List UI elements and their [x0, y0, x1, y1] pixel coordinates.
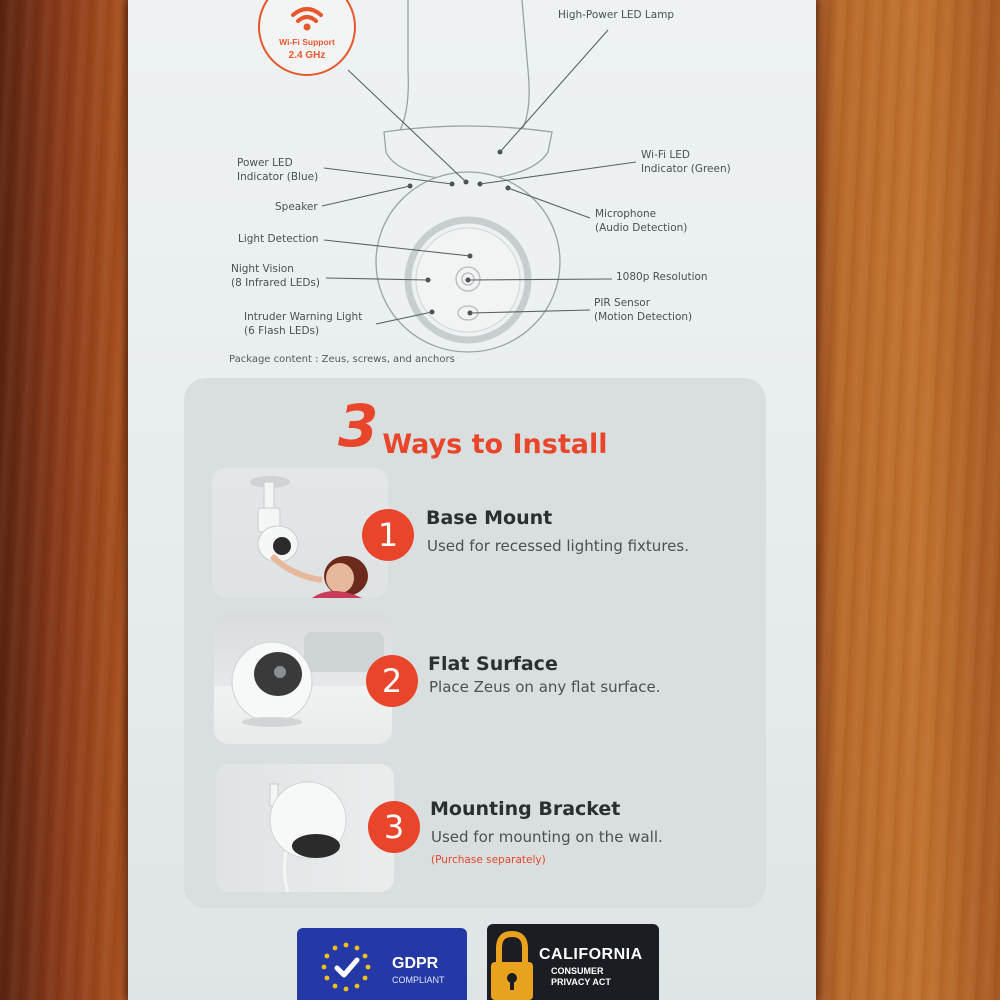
way-2-title: Flat Surface: [428, 653, 558, 675]
label-intruder-2: (6 Flash LEDs): [244, 325, 320, 337]
way-2-description: Place Zeus on any flat surface.: [429, 678, 661, 696]
eu-star: [362, 975, 368, 981]
label-power-led-2: Indicator (Blue): [237, 171, 319, 183]
label-wifi-led-2: Indicator (Green): [641, 163, 731, 175]
ccpa-line2: CONSUMER: [551, 966, 604, 976]
mounting-bracket-illustration: [269, 781, 347, 892]
base-mount-photo: [212, 468, 388, 598]
eu-star: [321, 964, 327, 970]
label-intruder-1: Intruder Warning Light: [244, 311, 363, 323]
eu-stars-icon: [321, 942, 371, 992]
label-wifi-led-1: Wi-Fi LED: [641, 149, 690, 161]
way-3-description: Used for mounting on the wall.: [431, 828, 663, 846]
eu-star: [354, 983, 360, 989]
flat-surface-photo: [214, 614, 392, 744]
eu-star: [365, 964, 371, 970]
base-mount-illustration: [250, 476, 368, 598]
mounting-bracket-photo: [216, 764, 394, 892]
way-3-note: (Purchase separately): [431, 854, 546, 866]
flat-surface-illustration: [231, 632, 384, 727]
label-power-led-1: Power LED: [237, 157, 293, 169]
step-2-number: 2: [366, 655, 418, 707]
label-speaker: Speaker: [275, 201, 318, 213]
label-light-detection: Light Detection: [238, 233, 319, 245]
eu-star: [332, 983, 338, 989]
step-1-number: 1: [362, 509, 414, 561]
camera-diagram: [321, 0, 637, 353]
wifi-support-label: Wi-Fi Support: [279, 37, 335, 47]
wifi-support-badge: Wi-Fi Support 2.4 GHz: [258, 0, 356, 76]
gdpr-subtitle: COMPLIANT: [392, 975, 445, 985]
eu-star: [343, 942, 349, 948]
label-night-vision-1: Night Vision: [231, 263, 294, 275]
package-content: Package content : Zeus, screws, and anch…: [229, 354, 455, 365]
install-title-text: Ways to Install: [382, 429, 608, 460]
ccpa-line3: PRIVACY ACT: [551, 977, 611, 987]
eu-star: [343, 986, 349, 992]
label-microphone-2: (Audio Detection): [595, 222, 688, 234]
eu-star: [362, 953, 368, 959]
label-resolution: 1080p Resolution: [616, 271, 708, 283]
gdpr-badge: GDPR COMPLIANT: [297, 928, 467, 1000]
gdpr-title: GDPR: [392, 955, 439, 972]
checkmark-icon: [334, 957, 360, 978]
ccpa-badge: CALIFORNIA CONSUMER PRIVACY ACT: [487, 924, 659, 1000]
eu-star: [354, 945, 360, 951]
label-night-vision-2: (8 Infrared LEDs): [231, 277, 320, 289]
padlock-icon: [491, 930, 533, 1000]
wifi-icon: [291, 7, 323, 31]
label-lamp: High-Power LED Lamp: [558, 9, 675, 21]
way-1-title: Base Mount: [426, 507, 553, 529]
way-1-description: Used for recessed lighting fixtures.: [427, 537, 689, 555]
wifi-band-label: 2.4 GHz: [288, 50, 326, 61]
way-3-title: Mounting Bracket: [430, 798, 621, 820]
label-microphone-1: Microphone: [595, 208, 657, 220]
eu-star: [332, 945, 338, 951]
eu-star: [324, 975, 330, 981]
label-pir-2: (Motion Detection): [594, 311, 693, 323]
label-pir-1: PIR Sensor: [594, 297, 651, 309]
eu-star: [324, 953, 330, 959]
install-title-number: 3: [338, 392, 378, 460]
step-3-number: 3: [368, 801, 420, 853]
ccpa-title: CALIFORNIA: [539, 946, 643, 963]
